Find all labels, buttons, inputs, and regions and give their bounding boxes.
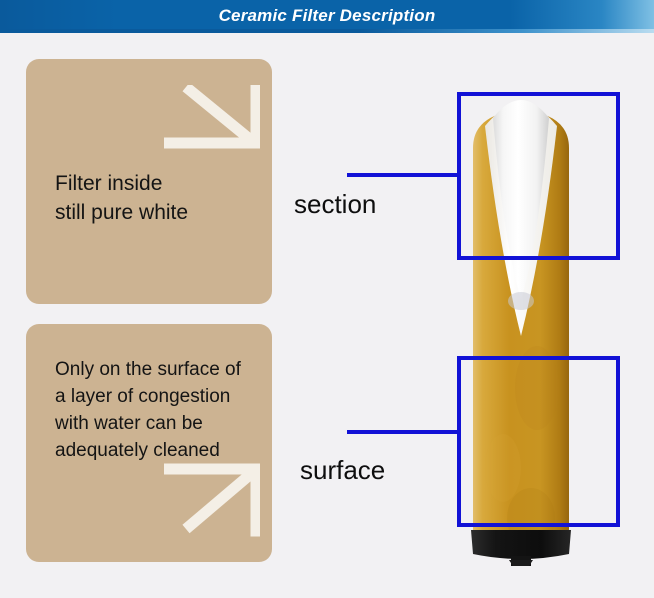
arrow-down-right-icon bbox=[162, 81, 262, 166]
ceramic-filter-photo bbox=[471, 100, 571, 566]
filter-inner-core bbox=[493, 100, 549, 300]
surface-callout-box bbox=[457, 356, 620, 527]
surface-leader-line bbox=[347, 430, 461, 434]
filter-nozzle-tip bbox=[509, 560, 533, 566]
body-mottle-2 bbox=[485, 434, 521, 502]
page-title: Ceramic Filter Description bbox=[218, 6, 436, 25]
section-leader-line bbox=[347, 173, 461, 177]
section-callout-label: section bbox=[294, 189, 377, 219]
filter-inside-card-text: Filter inside still pure white bbox=[55, 172, 189, 224]
surface-callout-label: surface bbox=[300, 455, 386, 485]
filter-end-cap bbox=[471, 530, 571, 559]
core-tip-shadow bbox=[508, 292, 534, 310]
section-callout-box bbox=[457, 92, 620, 260]
body-mottle-1 bbox=[515, 346, 559, 430]
header-banner: Ceramic Filter Description bbox=[0, 0, 654, 33]
surface-congestion-card-text: Only on the surface of a layer of conges… bbox=[55, 359, 241, 461]
filter-inside-card: Filter inside still pure white bbox=[26, 59, 272, 304]
arrow-up-right-icon bbox=[162, 461, 262, 542]
surface-congestion-card: Only on the surface of a layer of conges… bbox=[26, 324, 272, 562]
